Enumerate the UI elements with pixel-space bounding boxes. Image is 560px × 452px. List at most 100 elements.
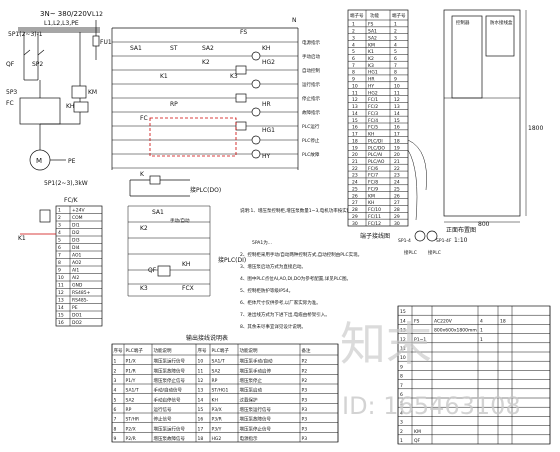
fc-ctrl-label: FC	[140, 115, 148, 122]
term-cell: PLC/DI	[368, 138, 383, 144]
io-cell: HG2	[212, 436, 222, 442]
term-header: 功能	[370, 12, 379, 19]
k-label: K	[140, 171, 145, 178]
plc-row-index: 2	[58, 215, 61, 221]
term-cell: 20	[352, 152, 358, 158]
plc-k1-label: K1	[18, 235, 26, 242]
term-cell: 11	[352, 90, 358, 96]
term-cell: 3	[394, 35, 397, 41]
term-cell: 4	[394, 42, 397, 48]
svg-text:7、进出线方式为下进下出,电缆由桥架引入。: 7、进出线方式为下进下出,电缆由桥架引入。	[240, 311, 330, 318]
term-cell: 21	[394, 159, 400, 165]
cabinet-height: 1800	[528, 125, 543, 132]
term-cell: 28	[352, 207, 358, 213]
io-cell: ST/HR	[126, 417, 140, 423]
io-cell: P2	[302, 378, 308, 384]
term-cell: 4	[352, 42, 355, 48]
hg2-label: HG2	[262, 59, 275, 66]
io-table-title: 输出接线说明表	[186, 334, 228, 342]
legend-cell: 1	[480, 328, 483, 334]
manual-auto-label: 手动/自动	[170, 217, 190, 224]
io-cell: 17	[198, 426, 204, 432]
cabinet-front-view: 控制器 防水接线盒 800 1800 正面布置图 1:10 接PLC 接PLC …	[398, 9, 543, 256]
svg-text:PLC运行: PLC运行	[302, 123, 320, 130]
term-cell: FC/3	[368, 111, 378, 117]
svg-text:4、图中PLC点位AI,AO,DI,DO为参考配置,详见PL: 4、图中PLC点位AI,AO,DI,DO为参考配置,详见PLC图。	[240, 275, 351, 282]
legend-cell: 2	[400, 429, 403, 435]
sa1-di-label: SA1	[152, 209, 164, 216]
phase-label: L1,L2,L3,PE	[44, 20, 79, 27]
qf-label: QF	[6, 61, 15, 68]
plc-row-index: 9	[58, 268, 61, 274]
legend-cell: 1	[400, 438, 403, 444]
io-cell: 15	[198, 407, 204, 413]
io-cell: SA2	[126, 397, 135, 403]
io-cell: 增压泵手动/自动	[240, 358, 274, 365]
plc-row-label: DI4	[72, 245, 80, 251]
io-cell: SA1/T	[212, 359, 225, 365]
term-cell: 15	[394, 118, 400, 124]
term-cell: 15	[352, 118, 358, 124]
term-cell: 1	[394, 22, 397, 28]
term-cell: K3	[368, 63, 374, 69]
term-cell: 2	[352, 29, 355, 35]
io-cell: 增压泵故障信号	[154, 367, 186, 374]
plc-row-label: DI3	[72, 238, 80, 244]
term-cell: 8	[394, 70, 397, 76]
io-cell: SA1/T	[126, 388, 139, 394]
fu1-label: FU1	[100, 39, 112, 46]
term-cell: 26	[394, 193, 400, 199]
term-cell: FC/11	[368, 214, 381, 220]
term-cell: FC/10	[368, 207, 381, 213]
io-header-cell: 功能说明	[240, 347, 258, 354]
io-cell: P2	[302, 368, 308, 374]
fc-box	[19, 97, 61, 125]
io-cell: KH	[212, 397, 218, 403]
term-cell: FC/4	[368, 118, 378, 124]
legend-cell: KM	[414, 429, 421, 435]
plc-row-index: 8	[58, 260, 61, 266]
term-cell: 16	[352, 125, 358, 131]
plc-row-index: 5	[58, 238, 61, 244]
legend-cell: 4	[480, 318, 483, 324]
io-cell: 增压泵故障信号	[240, 416, 272, 423]
plc-row-label: RS485+	[72, 290, 91, 296]
legend-cell: 13	[400, 328, 406, 334]
fcx-label: FCX	[182, 285, 194, 292]
io-cell: 增压泵停止信号	[154, 377, 186, 384]
term-cell: 26	[352, 193, 358, 199]
term-cell: 6	[352, 56, 355, 62]
kh-di-label: KH	[182, 261, 190, 268]
io-cell: 9	[114, 436, 117, 442]
svg-text:电源指示: 电源指示	[302, 39, 320, 46]
plc-row-label: RS485-	[72, 298, 89, 304]
plc-row-label: DO1	[72, 313, 82, 319]
cabinet-plc-label-1: 接PLC	[404, 249, 417, 256]
io-cell: 手动启停信号	[154, 396, 181, 403]
legend-cell: 18	[500, 318, 506, 324]
io-cell: 增压泵运行信号	[240, 406, 272, 413]
io-cell: 电源指示	[240, 435, 258, 442]
svg-text:PLC停止: PLC停止	[302, 137, 320, 144]
legend-cell: 7	[400, 383, 403, 389]
plc-do-label: 接PLC(DO)	[190, 186, 221, 194]
term-cell: 3	[352, 35, 355, 41]
term-cell: 21	[352, 159, 358, 165]
legend-cell: 11	[400, 346, 406, 352]
term-cell: 5	[352, 49, 355, 55]
kh-ctrl-label: KH	[262, 45, 270, 52]
motor-label: M	[36, 157, 42, 165]
term-cell: FC/1	[368, 97, 378, 103]
term-cell: HG1	[368, 70, 378, 76]
svg-text:运行指示: 运行指示	[302, 81, 320, 88]
io-header-cell: 序号	[114, 347, 123, 354]
term-cell: K1	[368, 49, 374, 55]
term-cell: 6	[394, 56, 397, 62]
term-cell: 22	[352, 166, 358, 172]
io-cell: 增压泵故障信号	[154, 435, 186, 442]
